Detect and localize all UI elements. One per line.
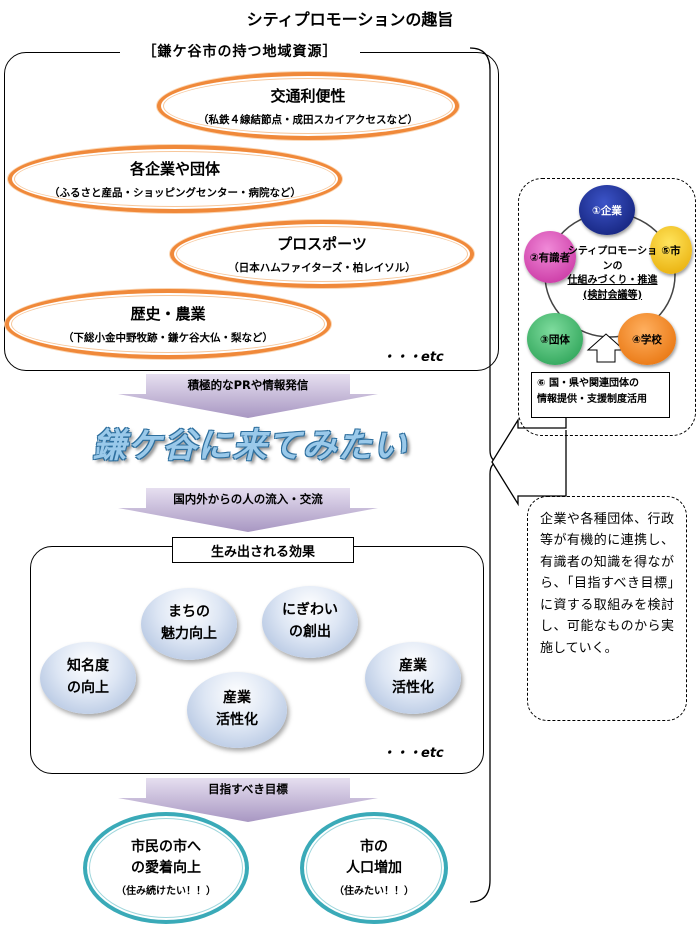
cycle-node-organizations: ③団体 (527, 313, 583, 365)
effect-bubble-appeal: まちの 魅力向上 (141, 588, 237, 660)
effect-line: にぎわい (282, 602, 338, 619)
goal-line: 市の (360, 838, 388, 855)
center-line: シティプロモーションの (567, 246, 658, 272)
resource-sub: （ふるさと産品・ショッピングセンター・病院など） (49, 187, 301, 199)
goal-sub: （住み続けたい！！） (116, 885, 216, 897)
cycle-node-companies: ①企業 (579, 185, 635, 235)
cycle-node-city: ⑤市 (650, 226, 692, 274)
cycle-node-schools: ④学校 (618, 313, 676, 365)
down-arrow-2 (118, 488, 378, 532)
effect-line: の創出 (289, 624, 331, 640)
page-title: シティプロモーションの趣旨 (246, 10, 454, 29)
goal-line: 市民の市へ (131, 838, 201, 855)
down-arrow-1 (118, 374, 378, 418)
effects-label: 生み出される効果 (172, 537, 354, 563)
arrow-2-label: 国内外からの人の流入・交流 (173, 492, 323, 506)
effect-line: 知名度 (67, 658, 109, 675)
resource-sub: （下総小金中野牧跡・鎌ケ谷大仏・梨など） (63, 332, 273, 344)
resource-companies-oval: 各企業や団体 （ふるさと産品・ショッピングセンター・病院など） (8, 145, 342, 213)
arrow-1-label: 積極的なPRや情報発信 (187, 378, 309, 392)
effect-bubble-industry-right: 産業 活性化 (365, 642, 461, 714)
node-label: ①企業 (592, 204, 622, 217)
cycle-center-text: シティプロモーションの 仕組みづくり・推進 (検討会議等) (565, 245, 660, 303)
effect-bubble-bustle: にぎわい の創出 (262, 586, 358, 658)
slogan-text: 鎌ケ谷に来てみたい (92, 426, 408, 466)
node-label: ④学校 (632, 333, 662, 346)
goal-line: の愛着向上 (131, 860, 201, 877)
effect-line: 活性化 (216, 712, 258, 728)
goal-population-circle: 市の 人口増加 （住みたい！！） (300, 812, 448, 924)
arrow-3-label: 目指すべき目標 (208, 782, 288, 796)
resource-sub: （日本ハムファイターズ・柏レイソル） (228, 262, 416, 274)
resources-etc: ・・・etc (382, 350, 444, 365)
resource-sub: （私鉄４線結節点・成田スカイアクセスなど） (198, 114, 418, 126)
effect-bubble-recognition: 知名度 の向上 (40, 642, 136, 714)
center-line: (検討会議等) (582, 289, 643, 301)
node-label: ⑤市 (661, 244, 681, 257)
resource-transport-oval: 交通利便性 （私鉄４線結節点・成田スカイアクセスなど） (157, 72, 459, 140)
resource-heading: 各企業や団体 (129, 160, 220, 178)
resource-heading: プロスポーツ (277, 235, 367, 253)
node-label: ②有識者 (529, 251, 571, 264)
goal-sub: （住みたい！！） (334, 885, 414, 897)
resources-label: ［鎌ケ谷市の持つ地域資源］ (120, 41, 360, 61)
support-line: 情報提供・支援制度活用 (537, 394, 647, 405)
down-arrow-3 (118, 778, 378, 822)
support-line: ⑥ 国・県や関連団体の (537, 378, 639, 389)
resource-heading: 交通利便性 (270, 87, 346, 105)
effect-line: まちの (168, 604, 210, 621)
effect-line: 活性化 (392, 680, 434, 696)
resource-heading: 歴史・農業 (130, 305, 206, 323)
cycle-panel (518, 178, 696, 436)
description-note: 企業や各種団体、行政等が有機的に連携し、有識者の知識を得ながら、「目指すべき目標… (527, 496, 687, 721)
effect-line: 魅力向上 (161, 626, 217, 642)
support-box: ⑥ 国・県や関連団体の 情報提供・支援制度活用 (531, 372, 670, 418)
goal-line: 人口増加 (346, 860, 402, 877)
node-label: ③団体 (540, 333, 570, 346)
cycle-node-experts: ②有識者 (524, 231, 576, 283)
center-line: 仕組みづくり・推進 (567, 275, 658, 286)
effect-bubble-industry-center: 産業 活性化 (187, 672, 287, 748)
resource-sports-oval: プロスポーツ （日本ハムファイターズ・柏レイソル） (170, 220, 474, 288)
effect-line: 産業 (399, 658, 427, 675)
goal-attachment-circle: 市民の市へ の愛着向上 （住み続けたい！！） (83, 812, 249, 924)
effects-etc: ・・・etc (382, 746, 444, 761)
resource-history-oval: 歴史・農業 （下総小金中野牧跡・鎌ケ谷大仏・梨など） (5, 289, 331, 359)
effect-line: 産業 (223, 690, 251, 707)
effect-line: の向上 (67, 680, 109, 696)
